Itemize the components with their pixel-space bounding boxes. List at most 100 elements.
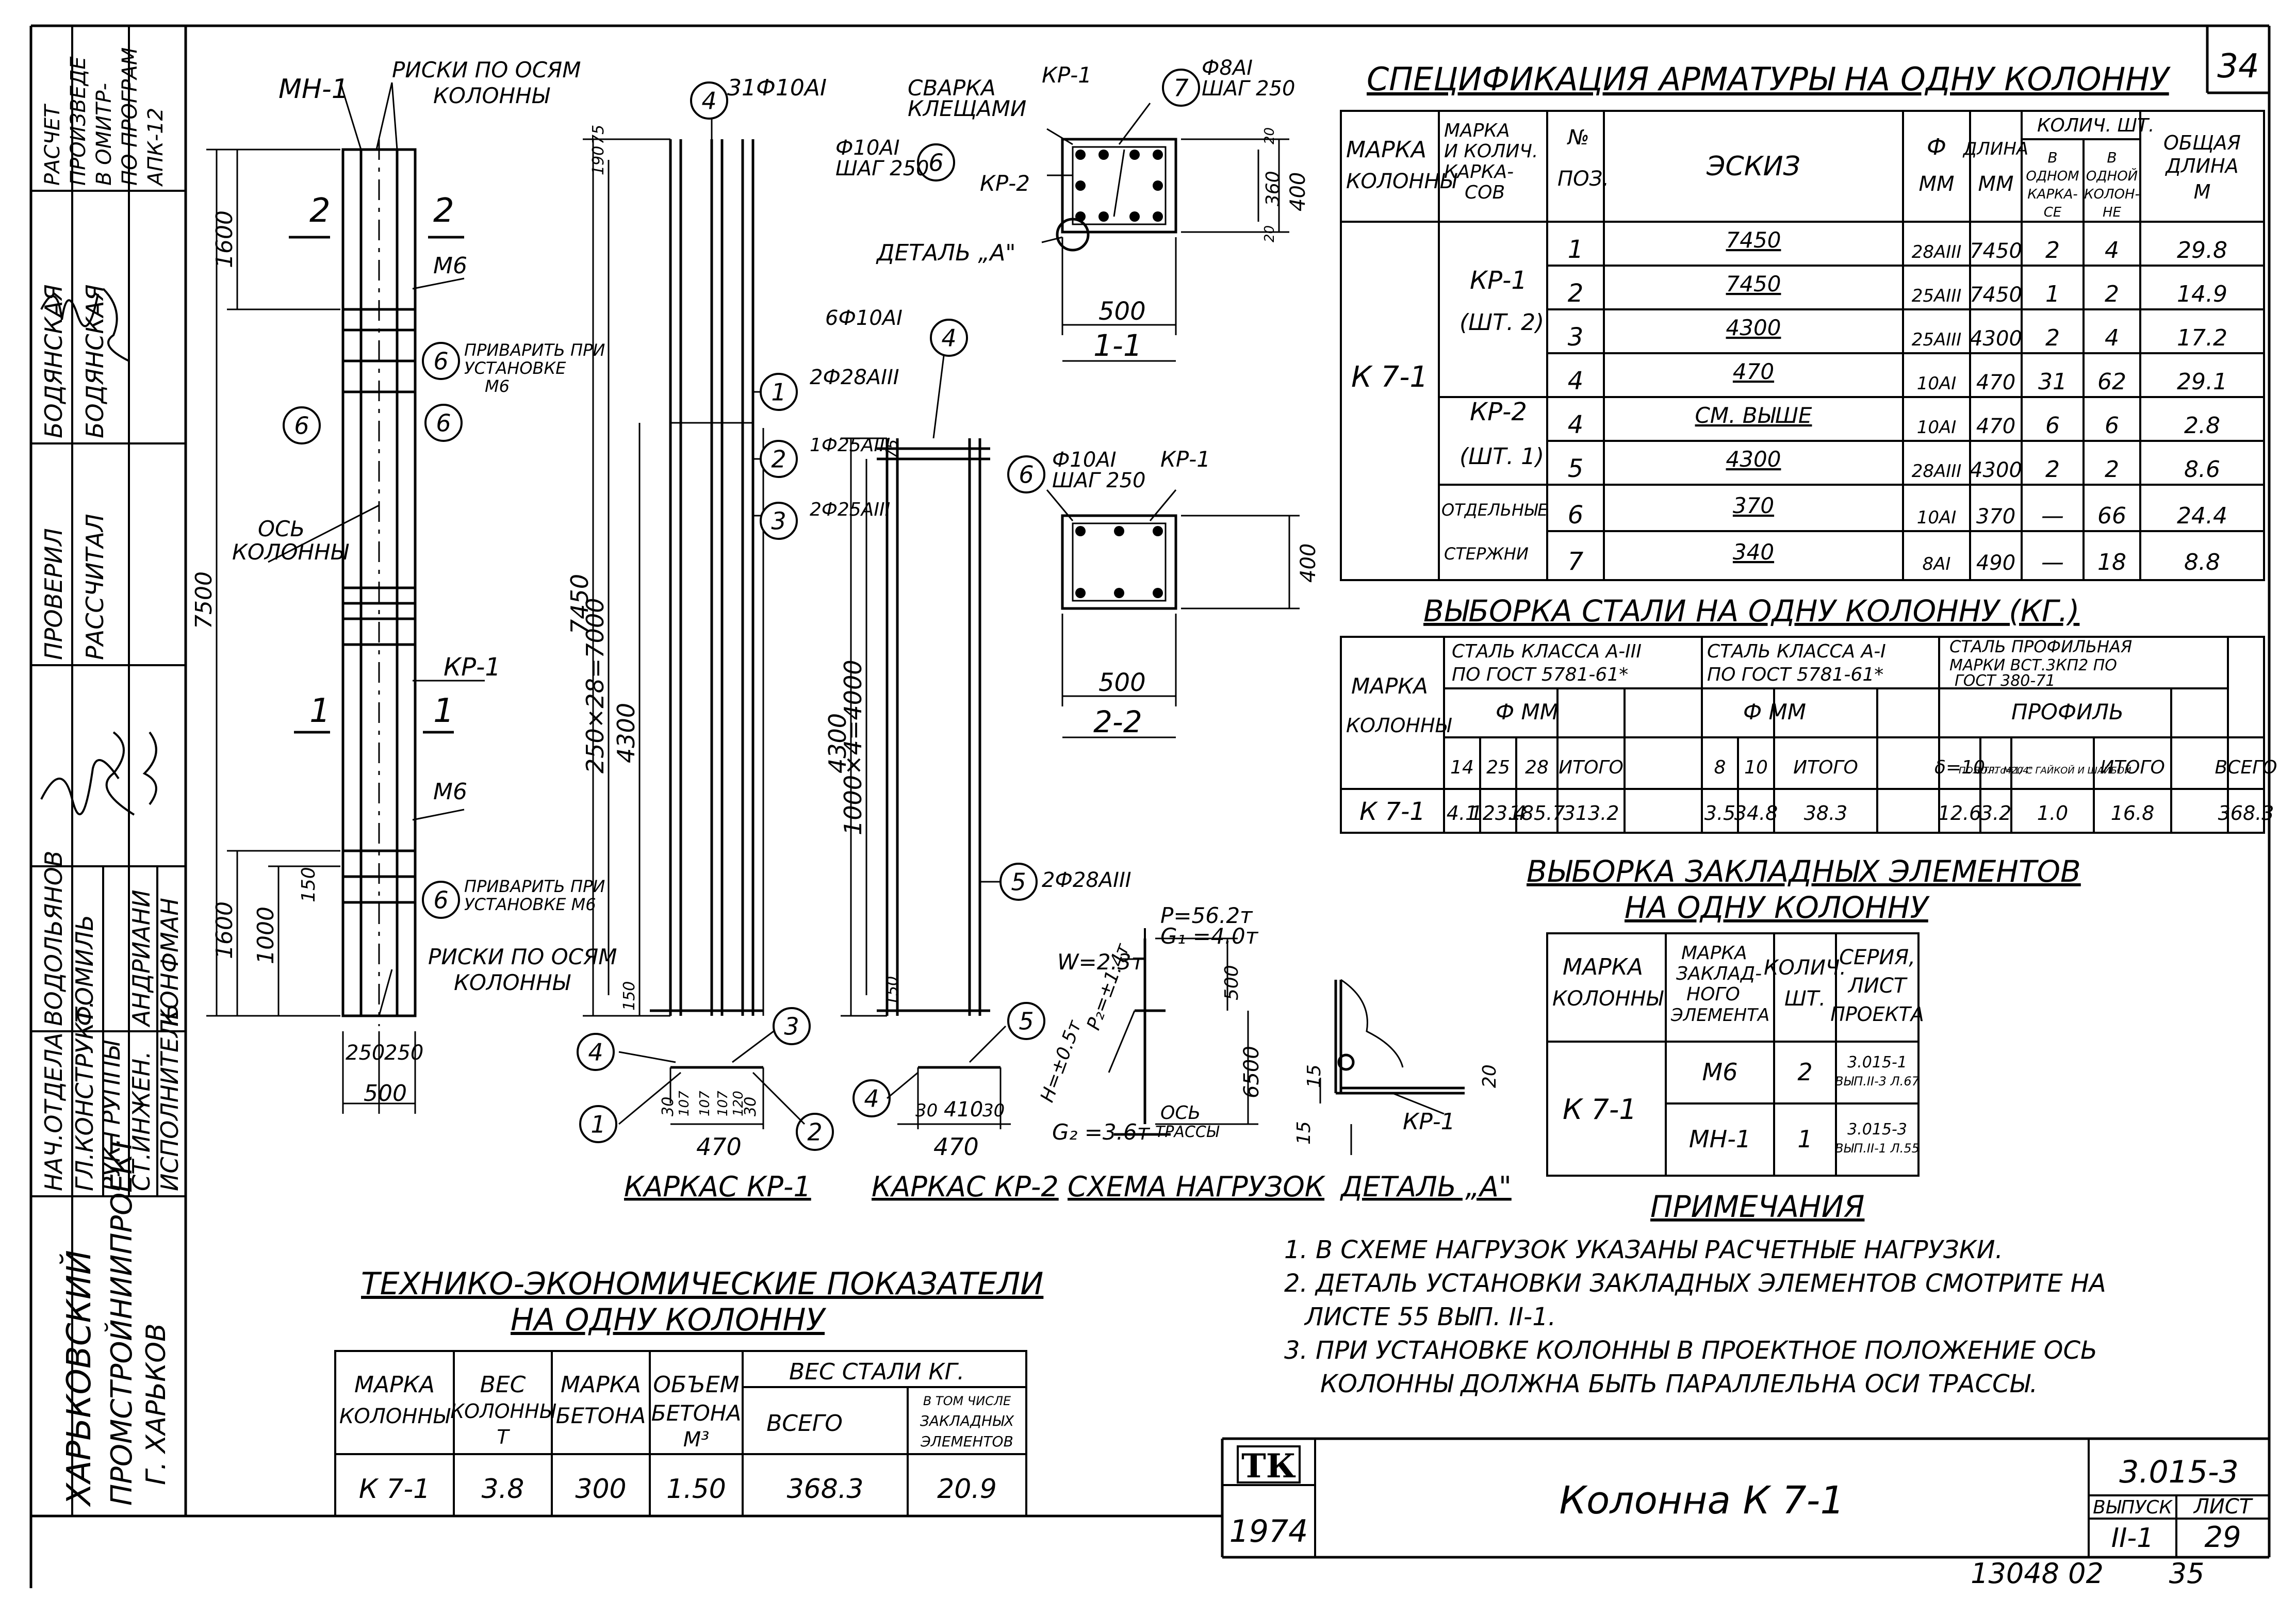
tech-table: ТЕХНИКО-ЭКОНОМИЧЕСКИЕ ПОКАЗАТЕЛИ НА ОДНУ…	[334, 1266, 1043, 1517]
callout-6-elev-c-circle-label: 6	[436, 409, 451, 437]
steel-h-prof-1: СТАЛЬ ПРОФИЛЬНАЯ	[1949, 637, 2132, 656]
tech-h-weight-3: Т	[497, 1426, 510, 1448]
callout-2-kr1-circle-label: 2	[807, 1118, 822, 1146]
dim-1000: 1000	[253, 907, 279, 964]
callout-4-mid-circle	[930, 319, 968, 357]
dim-75-cage2: 75	[883, 439, 901, 459]
spec-row-1-pos: 2	[1568, 279, 1584, 308]
callout-3-label: 2Ф25АIII	[810, 499, 890, 520]
emb-row-1-el: МН-1	[1689, 1125, 1751, 1153]
tech-header: МАРКАКОЛОННЫВЕСКОЛОННЫТМАРКАБЕТОНАОБЪЕМБ…	[339, 1372, 1014, 1452]
caption-kr1: КАРКАС КР-1	[624, 1171, 811, 1203]
weld-m6-bottom-2: УСТАНОВКЕ М6	[464, 895, 596, 914]
steel-cell-7: 38.3	[1804, 802, 1848, 825]
callout-1-circle	[760, 373, 798, 411]
load-G2: G₂ =3.6т	[1052, 1119, 1151, 1145]
callout-6-elev-b-circle	[283, 406, 321, 444]
spec-h-dia-1: Ф	[1927, 134, 1946, 160]
steel-title: ВЫБОРКА СТАЛИ НА ОДНУ КОЛОННУ (КГ.)	[1423, 594, 2079, 629]
spec-row-6-dia: 10АI	[1917, 507, 1957, 528]
spec-group-kr1-1: КР-1	[1470, 266, 1527, 295]
notes: ПРИМЕЧАНИЯ 1. В СХЕМЕ НАГРУЗОК УКАЗАНЫ Р…	[1284, 1189, 2106, 1398]
spec-h-inframe-1: В	[2047, 149, 2057, 166]
rebar-dot	[1075, 180, 1086, 191]
column-axis-1: ОСЬ	[258, 516, 305, 541]
spec-row-6-total: 24.4	[2177, 503, 2227, 529]
embedded-mark: К 7-1	[1563, 1093, 1637, 1126]
archive-code: 13048 02	[1971, 1557, 2104, 1590]
spec-row-4-inframe: 6	[2045, 413, 2060, 439]
dim-500-elev: 500	[364, 1080, 407, 1107]
callout-2-label: 1Ф25АIII	[810, 435, 890, 456]
axis-marks-top-2: КОЛОННЫ	[433, 83, 550, 108]
detail-dim-20: 20	[1479, 1064, 1500, 1088]
spec-row-2-dia: 25АIII	[1912, 329, 1962, 350]
callout-4-kr2-circle-label: 4	[864, 1085, 879, 1113]
spec-row-5-inframe: 2	[2045, 456, 2060, 483]
load-scheme: P=56.2т G₁ =4.0т W=2.3т H=±0.5т P₂=±1.4т…	[1037, 903, 1326, 1203]
embedded-title-2: НА ОДНУ КОЛОННУ	[1625, 890, 1930, 925]
spec-row-7-total: 8.8	[2184, 549, 2220, 575]
spec-h-sketch: ЭСКИЗ	[1706, 151, 1800, 182]
rebar-dot	[1129, 150, 1140, 160]
steel-cell-8: 12.6	[1938, 802, 1982, 825]
dim-400-sec1: 400	[1286, 172, 1310, 211]
welding-label-2: КЛЕЩАМИ	[908, 96, 1026, 121]
issue-value: II-1	[2111, 1523, 2154, 1554]
bar6-pitch-1: Ф10АI	[835, 136, 900, 160]
spec-h-mark-2: КОЛОННЫ	[1346, 170, 1458, 193]
calc-note-line-2: ПРОИЗВЕДЕ	[67, 56, 90, 186]
tech-h-emb-1: В ТОМ ЧИСЛЕ	[923, 1394, 1011, 1408]
tech-h-weight-1: ВЕС	[480, 1372, 526, 1398]
emb-row-1-ref-1: 3.015-3	[1847, 1120, 1907, 1139]
tech-steel-header: ВЕС СТАЛИ КГ.	[789, 1359, 964, 1385]
tech-cell-0: К 7-1	[359, 1474, 430, 1505]
spec-row-7-dia: 8АI	[1923, 554, 1951, 574]
tech-title-2: НА ОДНУ КОЛОННУ	[511, 1302, 826, 1338]
callout-3-circle-label: 3	[771, 507, 786, 535]
bar7-pitch-2: ШАГ 250	[1202, 77, 1295, 101]
tech-h-emb-2: ЗАКЛАДНЫХ	[920, 1412, 1014, 1429]
emb-h-el-1: МАРКА	[1681, 943, 1747, 964]
spec-row-2-total: 17.2	[2177, 325, 2227, 351]
kr1-sec2-label: КР-1	[1160, 447, 1210, 472]
dim-7500: 7500	[191, 571, 217, 629]
embedded-title-1: ВЫБОРКА ЗАКЛАДНЫХ ЭЛЕМЕНТОВ	[1527, 854, 2081, 889]
kr2-dim-2: 30	[982, 1100, 1005, 1121]
steel-sub-4: 8	[1714, 757, 1726, 778]
steel-h-a1-1: СТАЛЬ КЛАССА А-I	[1707, 641, 1886, 662]
spec-h-inframe-4: СЕ	[2044, 205, 2062, 220]
tech-title-1: ТЕХНИКО-ЭКОНОМИЧЕСКИЕ ПОКАЗАТЕЛИ	[361, 1266, 1043, 1302]
callout-1-kr1-circle-label: 1	[591, 1111, 605, 1139]
spec-row-3-sketch: 470	[1733, 359, 1774, 384]
steel-cell-5: 3.5	[1704, 802, 1735, 825]
dim-75: 75	[589, 125, 608, 144]
weld-m6-top-1: ПРИВАРИТЬ ПРИ	[464, 340, 605, 360]
callout-4-mid-circle-label: 4	[941, 324, 956, 352]
steel-sub-5: 10	[1744, 757, 1768, 778]
steel-cell-0: К 7-1	[1359, 797, 1425, 826]
weld-m6-bottom-1: ПРИВАРИТЬ ПРИ	[464, 877, 605, 896]
section-2-left: 2	[309, 192, 331, 230]
spec-qty-header: КОЛИЧ. ШТ.	[2037, 115, 2154, 136]
signatures	[40, 288, 157, 816]
spec-row-3-len: 470	[1976, 371, 2015, 394]
callout-1-label: 2Ф28АIII	[810, 366, 899, 389]
kr1-dim-4: 120	[731, 1091, 746, 1116]
spec-row-5-total: 8.6	[2184, 456, 2220, 483]
steel-cell-2: 123.4	[1470, 802, 1527, 825]
callout-6-sec1-circle-label: 6	[928, 149, 943, 177]
steel-h-mark-1: МАРКА	[1351, 673, 1428, 699]
spec-row-1-total: 14.9	[2177, 281, 2227, 307]
spec-row-2-incol: 4	[2105, 325, 2119, 351]
spec-h-len-2: ММ	[1978, 172, 2013, 196]
issue-label: ВЫПУСК	[2093, 1497, 2173, 1518]
callout-7-circle-label: 7	[1173, 74, 1188, 102]
emb-row-1-qty: 1	[1797, 1125, 1812, 1153]
note-3-cont: КОЛОННЫ ДОЛЖНА БЫТЬ ПАРАЛЛЕЛЬНА ОСИ ТРАС…	[1320, 1370, 2038, 1398]
sheet-number-top: 34	[2217, 47, 2259, 86]
tech-h-grade-2: БЕТОНА	[556, 1403, 646, 1428]
